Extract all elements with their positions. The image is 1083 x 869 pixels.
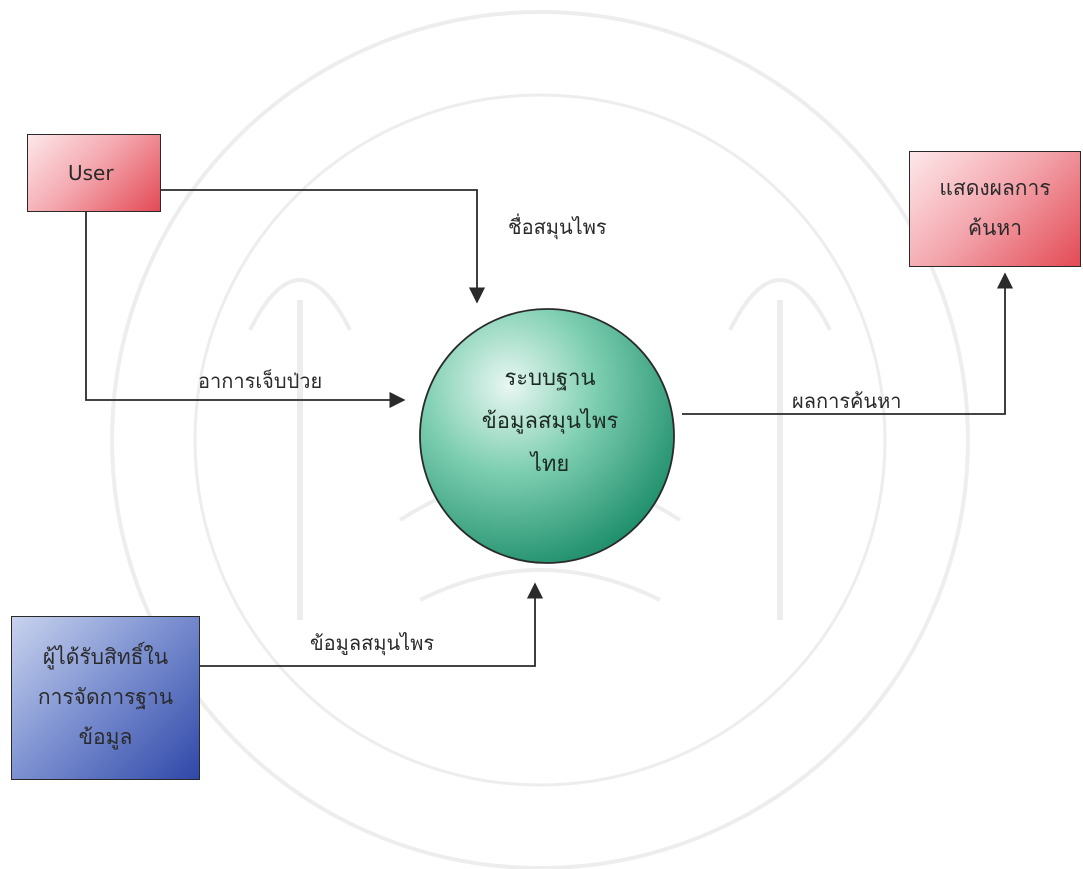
result-display-line-2: ค้นหา bbox=[967, 216, 1023, 240]
user-entity-box: User bbox=[27, 134, 161, 212]
process-line-2: ข้อมูลสมุนไพร bbox=[481, 408, 619, 434]
admin-line-2: การจัดการฐาน bbox=[37, 685, 174, 710]
user-entity-label: User bbox=[68, 161, 114, 185]
process-circle bbox=[419, 308, 675, 564]
flow-line-symptom bbox=[85, 212, 406, 409]
flow-label-symptom: อาการเจ็บป่วย bbox=[198, 369, 323, 393]
admin-entity-box: ผู้ได้รับสิทธิ์ใน การจัดการฐาน ข้อมูล bbox=[11, 616, 200, 780]
process-line-3: ไทย bbox=[530, 451, 570, 477]
process-label: ระบบฐาน ข้อมูลสมุนไพร ไทย bbox=[420, 358, 680, 487]
result-display-line-1: แสดงผลการ bbox=[939, 176, 1051, 201]
flow-label-search-result: ผลการค้นหา bbox=[792, 389, 902, 413]
process-line-1: ระบบฐาน bbox=[504, 366, 596, 391]
flow-line-search-result bbox=[682, 272, 1014, 415]
admin-line-1: ผู้ได้รับสิทธิ์ใน bbox=[42, 645, 169, 670]
flow-line-herb-name bbox=[161, 189, 486, 304]
result-display-entity-box: แสดงผลการ ค้นหา bbox=[909, 151, 1081, 267]
admin-line-3: ข้อมูล bbox=[78, 724, 133, 749]
flow-label-herb-name: ชื่อสมุนไพร bbox=[508, 215, 607, 239]
watermark-seal bbox=[110, 10, 970, 869]
flow-label-herb-data: ข้อมูลสมุนไพร bbox=[310, 631, 435, 655]
flow-line-herb-data bbox=[200, 582, 544, 667]
